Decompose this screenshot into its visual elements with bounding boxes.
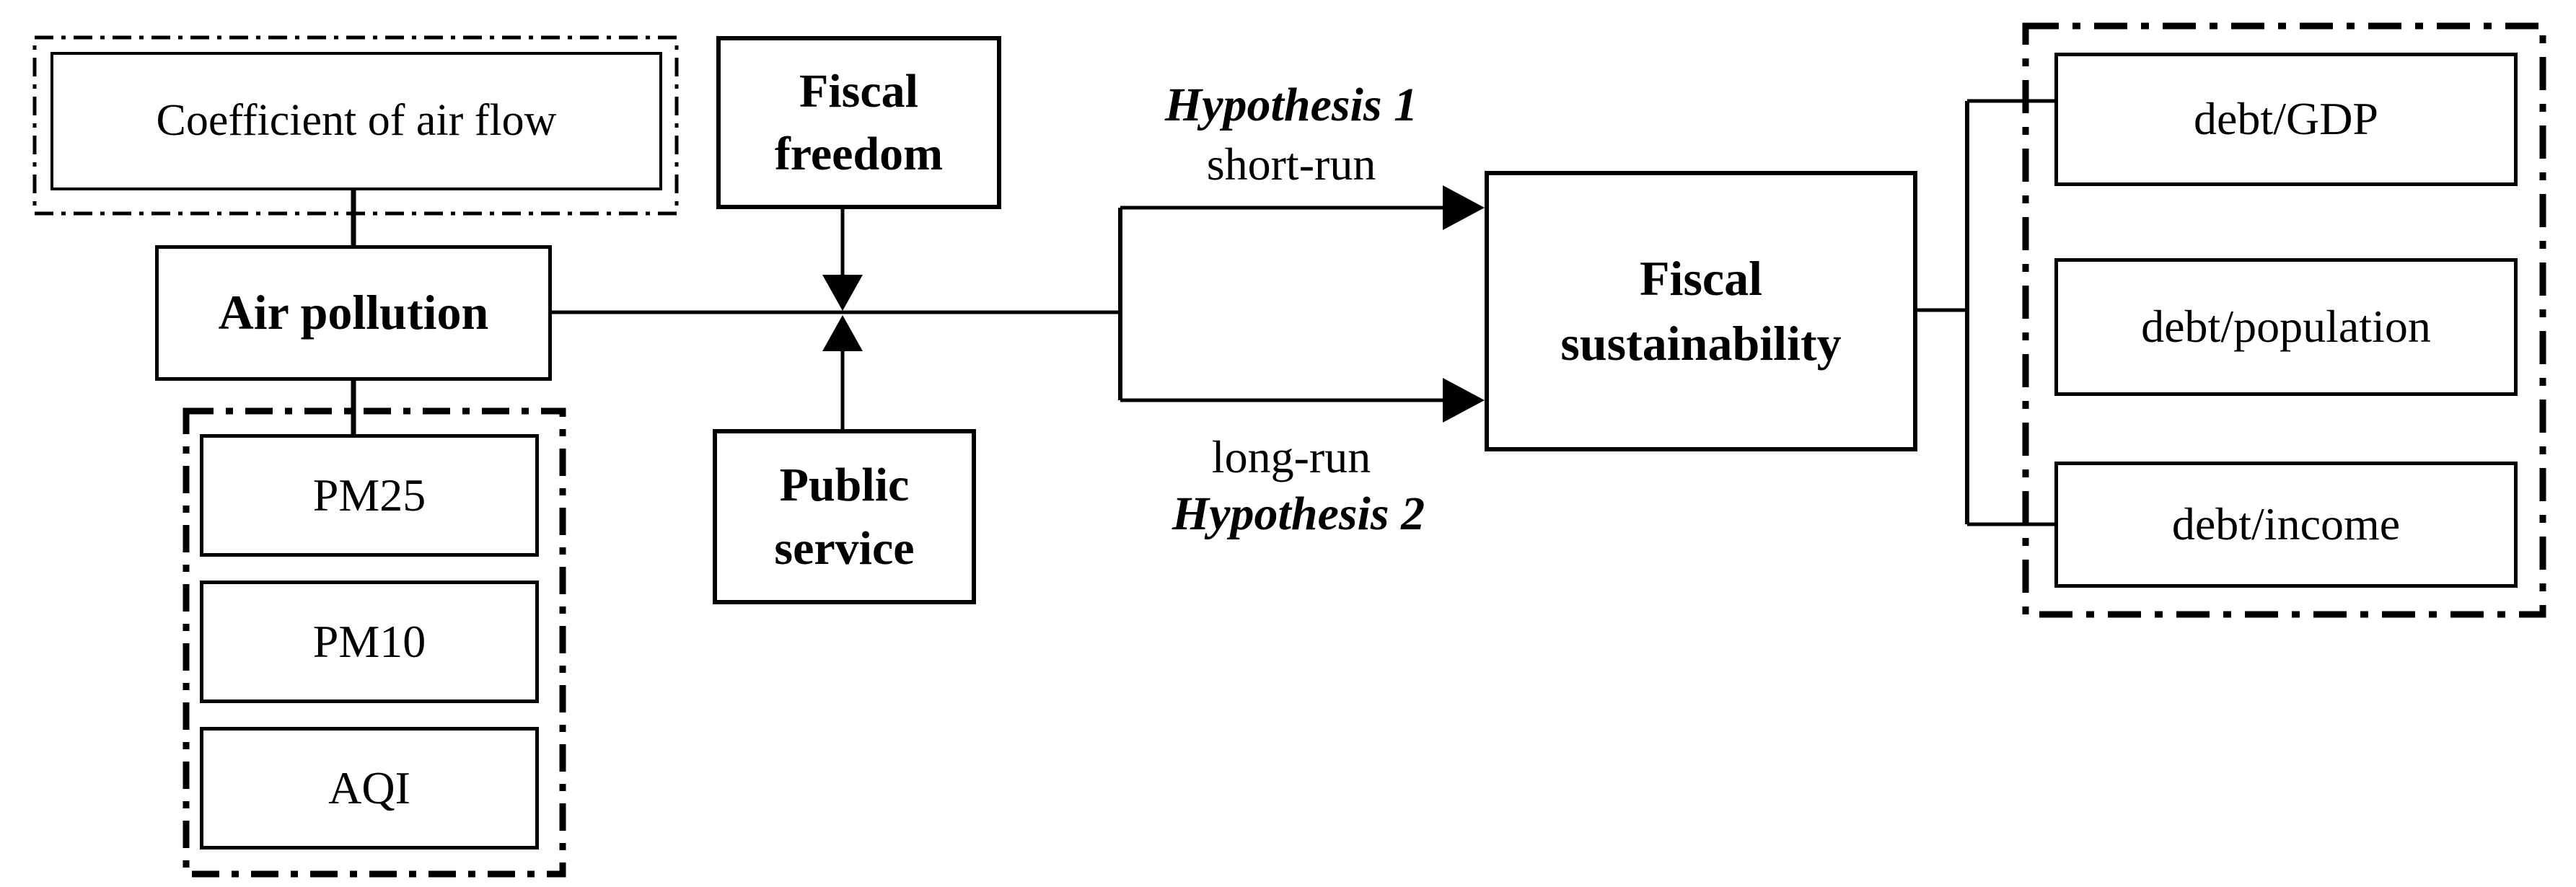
- public-service-arrowhead-icon: [822, 315, 863, 351]
- pm25-box: PM25: [200, 434, 539, 557]
- fiscal-freedom-label: Fiscal freedom: [774, 64, 944, 180]
- debt-population-label: debt/population: [2141, 301, 2431, 353]
- pm25-label: PM25: [312, 469, 426, 521]
- pollution-indicators-group-border: [183, 407, 566, 878]
- public-service-box: Public service: [713, 429, 976, 604]
- aqi-label: AQI: [328, 762, 410, 813]
- short-run-arrowhead-icon: [1443, 185, 1485, 230]
- aqi-box: AQI: [200, 727, 539, 850]
- fiscal-freedom-arrowhead-icon: [822, 275, 863, 311]
- debt-gdp-label: debt/GDP: [2194, 93, 2378, 145]
- public-service-label: Public service: [774, 459, 915, 575]
- long-run-arrowhead-icon: [1443, 378, 1485, 423]
- fiscal-sustainability-label: Fiscal sustainability: [1560, 250, 1842, 371]
- hypothesis-1-label: Hypothesis 1: [1164, 78, 1418, 131]
- air-pollution-box: Air pollution: [155, 245, 552, 381]
- fiscal-sustainability-box: Fiscal sustainability: [1485, 171, 1917, 451]
- coefficient-of-air-flow-box: Coefficient of air flow: [50, 52, 662, 190]
- debt-income-label: debt/income: [2171, 498, 2401, 550]
- debt-indicators-group-border: [2022, 22, 2546, 618]
- coefficient-of-air-flow-label: Coefficient of air flow: [156, 96, 557, 146]
- debt-income-box: debt/income: [2054, 462, 2518, 588]
- long-run-label: long-run: [1211, 431, 1371, 482]
- air-pollution-label: Air pollution: [218, 285, 489, 340]
- pm10-box: PM10: [200, 581, 539, 703]
- pm10-label: PM10: [312, 615, 426, 667]
- hypothesis-2-label: Hypothesis 2: [1171, 487, 1425, 540]
- short-run-label: short-run: [1206, 138, 1376, 190]
- debt-gdp-box: debt/GDP: [2054, 53, 2518, 186]
- debt-population-box: debt/population: [2054, 258, 2518, 396]
- fiscal-freedom-box: Fiscal freedom: [716, 36, 1001, 209]
